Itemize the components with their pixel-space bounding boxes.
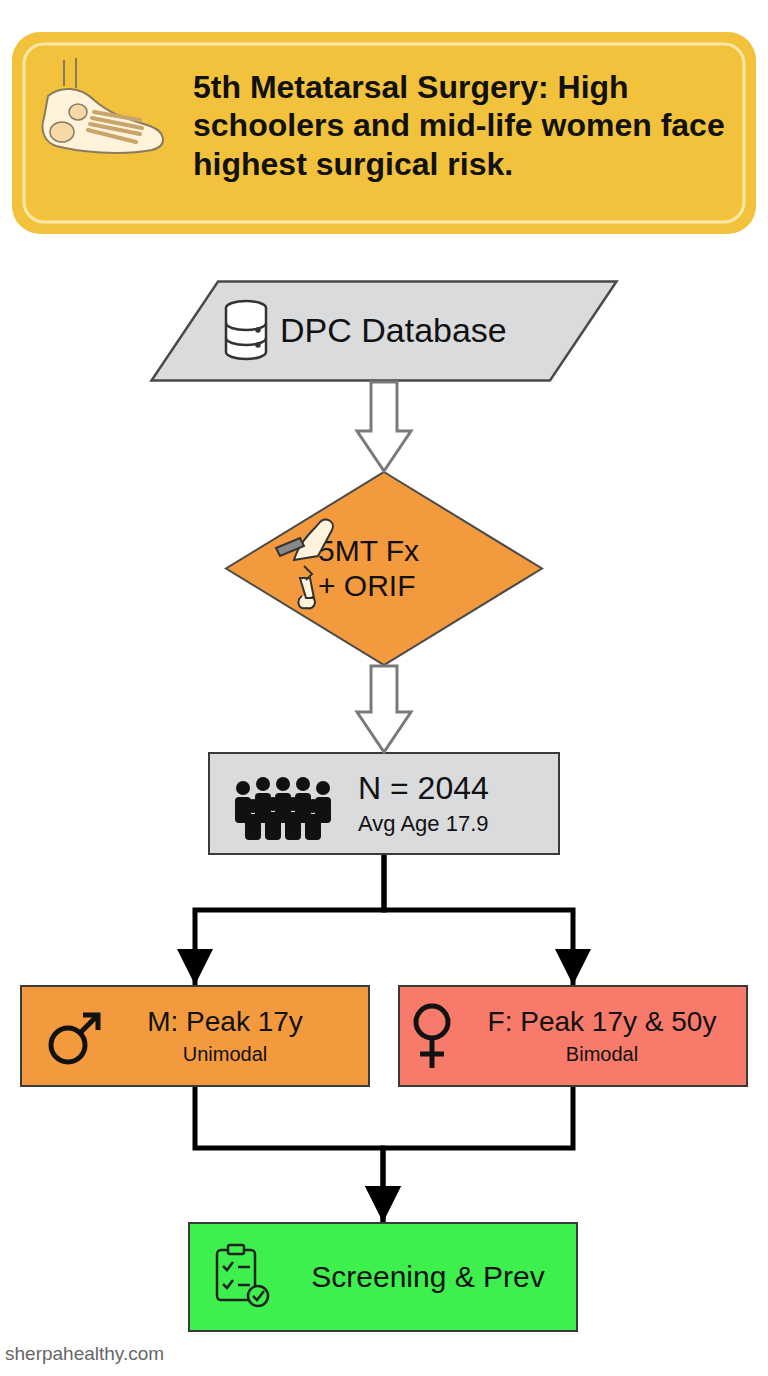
database-icon — [226, 301, 266, 359]
node-subtext: Unimodal — [132, 1043, 318, 1066]
foot-illustration — [43, 58, 164, 153]
block-arrow — [357, 666, 411, 752]
male-group-box: M: Peak 17yUnimodal — [20, 985, 370, 1087]
title-text: 5th Metatarsal Surgery: High schoolers a… — [193, 68, 738, 183]
outcome-box: Screening & Prev — [188, 1222, 578, 1332]
fracture-fixation-icon — [276, 520, 333, 609]
female-group-box: F: Peak 17y & 50yBimodal — [398, 985, 748, 1087]
female-symbol — [416, 1006, 448, 1068]
block-arrow — [357, 382, 411, 471]
flow-connector — [384, 855, 573, 985]
clipboard-icon — [217, 1245, 268, 1306]
title-banner — [12, 32, 756, 234]
node-heading: F: Peak 17y & 50y — [466, 1006, 738, 1038]
node-heading: 5MT Fx + ORIF — [318, 534, 428, 603]
node-heading: N = 2044 — [358, 770, 548, 807]
flow-connector — [195, 1087, 383, 1222]
data-source-parallelogram: DPC Database — [150, 280, 618, 382]
flow-connector — [383, 1087, 573, 1222]
male-symbol — [51, 1015, 98, 1062]
flow-connector — [195, 855, 384, 985]
node-subtext: Bimodal — [466, 1043, 738, 1066]
node-heading: M: Peak 17y — [132, 1006, 318, 1038]
node-heading: DPC Database — [280, 311, 578, 350]
process-box: N = 2044Avg Age 17.9 — [208, 752, 560, 855]
title-banner-inner-border — [24, 44, 744, 222]
node-heading: Screening & Prev — [290, 1260, 566, 1295]
watermark-text: sherpahealthy.com — [5, 1343, 164, 1365]
node-subtext: Avg Age 17.9 — [358, 811, 548, 836]
decision-diamond: 5MT Fx + ORIF — [225, 471, 543, 666]
people-icon — [235, 777, 331, 840]
